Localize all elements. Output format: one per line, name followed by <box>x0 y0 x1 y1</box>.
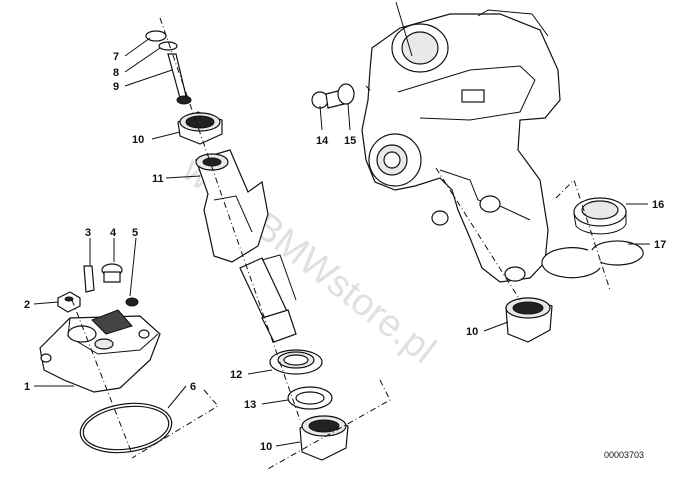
callout-1: 1 <box>24 381 30 393</box>
part-1-cover-plate <box>39 309 161 393</box>
callout-14: 14 <box>316 135 329 147</box>
part-4-bolt <box>101 263 123 283</box>
callout-8: 8 <box>113 67 119 79</box>
part-6-o-ring <box>79 402 173 454</box>
part-9-bolt <box>167 53 192 105</box>
callout-10-bottom: 10 <box>260 441 272 453</box>
callout-labels: 7 8 9 10 11 2 3 4 5 1 6 12 13 10 14 15 1… <box>24 51 666 453</box>
part-3-stud <box>83 265 95 293</box>
part-13-ring <box>287 386 333 410</box>
part-12-seal <box>269 349 323 375</box>
part-16-seal <box>573 197 627 235</box>
part-10-needle-bearing-right <box>505 297 553 343</box>
callout-10-top: 10 <box>132 134 144 146</box>
alignment-lines <box>71 17 611 471</box>
callout-10-right: 10 <box>466 326 478 338</box>
callout-16: 16 <box>652 199 664 211</box>
callout-12: 12 <box>230 369 242 381</box>
callout-2: 2 <box>24 299 30 311</box>
document-number: 00003703 <box>604 450 644 460</box>
callout-17: 17 <box>654 239 666 251</box>
steering-gear-housing <box>361 1 561 283</box>
callout-3: 3 <box>85 227 91 239</box>
part-5-washer <box>125 297 139 307</box>
callout-7: 7 <box>113 51 119 63</box>
part-2-nut <box>57 291 81 313</box>
callout-11: 11 <box>152 173 164 185</box>
part-10-needle-bearing-top <box>177 111 223 145</box>
part-15-clip <box>337 83 355 105</box>
part-11-worm-shaft <box>195 149 297 343</box>
callout-13: 13 <box>244 399 256 411</box>
callout-9: 9 <box>113 81 119 93</box>
part-7-circlip <box>145 30 167 42</box>
part-8-washer <box>158 41 178 51</box>
callout-5: 5 <box>132 227 138 239</box>
leader-lines <box>33 37 650 447</box>
part-10-needle-bearing-bottom <box>299 415 349 461</box>
callout-4: 4 <box>110 227 117 239</box>
part-17-circlip <box>541 240 644 279</box>
callout-15: 15 <box>344 135 356 147</box>
callout-6: 6 <box>190 381 196 393</box>
